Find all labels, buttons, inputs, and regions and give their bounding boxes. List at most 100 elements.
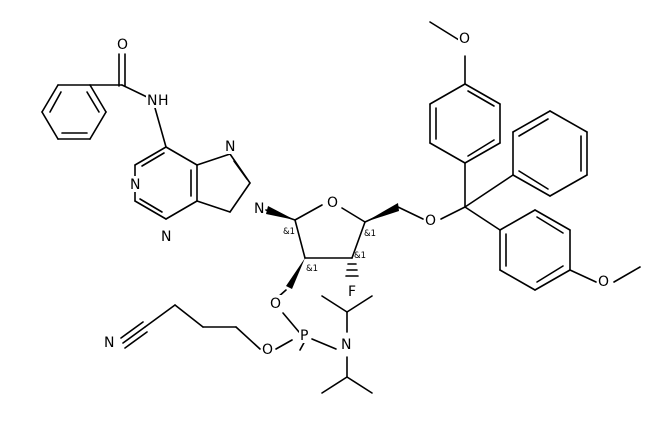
bond (346, 376, 373, 394)
bond (341, 207, 366, 223)
bond (89, 111, 107, 140)
bond (429, 21, 460, 41)
bond (196, 200, 231, 213)
label-mask (458, 30, 472, 46)
label-mask (299, 327, 311, 343)
bond (275, 339, 293, 350)
bond (467, 90, 495, 107)
bond (429, 142, 466, 164)
bond (549, 174, 588, 197)
bond (134, 200, 167, 220)
bond (464, 142, 501, 164)
label-mask (253, 200, 265, 216)
bond (512, 110, 551, 133)
bond (141, 152, 165, 167)
bond (282, 312, 300, 333)
bond (165, 200, 198, 220)
bond (86, 91, 100, 113)
label-mask (326, 194, 339, 210)
bond (464, 174, 514, 208)
bond (534, 209, 571, 231)
bond (351, 221, 366, 259)
stereo-label-c4: &1 (364, 229, 376, 239)
bond (235, 326, 261, 350)
bond (134, 146, 167, 166)
bond (124, 331, 148, 349)
stereo-label-c3: &1 (354, 251, 366, 261)
bond (518, 170, 549, 190)
label-mask (346, 283, 358, 299)
bond (512, 174, 551, 197)
bond (121, 84, 148, 98)
bond (499, 269, 536, 291)
bond (233, 160, 248, 180)
label-mask (146, 92, 170, 108)
bond (464, 83, 501, 105)
label-mask (424, 212, 438, 228)
wedge-bond (365, 203, 399, 222)
bond (311, 338, 337, 350)
bond (41, 84, 59, 113)
stereo-bonds (266, 203, 399, 289)
bond (518, 118, 549, 137)
bond (144, 304, 176, 328)
atom-n1: N (130, 177, 140, 193)
wedge-bond (286, 258, 305, 289)
bond (41, 111, 59, 140)
label-mask (340, 336, 354, 352)
atom-p: P (300, 328, 308, 344)
bond (397, 206, 424, 220)
stereo-label-c2: &1 (306, 264, 318, 274)
bond (154, 107, 167, 148)
bond (464, 206, 501, 231)
bond (196, 153, 231, 166)
bonds (41, 21, 641, 394)
bond (613, 266, 641, 283)
atom-h-amide: H (158, 93, 169, 109)
label-mask (103, 334, 117, 350)
atom-labels: O N H N N N N O O O F P O N N O O (103, 30, 611, 358)
atom-o-ring: O (327, 195, 338, 211)
label-mask (116, 36, 128, 52)
label-mask (269, 295, 282, 311)
bond (534, 269, 571, 291)
bond (321, 295, 348, 313)
label-mask (224, 138, 236, 154)
label-mask (261, 341, 274, 357)
bond (549, 110, 588, 133)
atom-n-amine: N (341, 337, 351, 353)
wedge-bond (266, 206, 295, 220)
bond (139, 198, 163, 213)
bond (536, 265, 564, 283)
atom-o-methoxy-2: O (598, 274, 609, 290)
bond (321, 376, 348, 394)
atom-o-amide: O (117, 37, 128, 53)
bond (440, 206, 466, 220)
bond (294, 204, 323, 221)
label-mask (597, 273, 611, 289)
bond (122, 326, 146, 344)
bond (536, 216, 564, 234)
atom-o-2prime: O (270, 296, 281, 312)
atom-o-methoxy-1: O (459, 31, 470, 47)
atom-o-phosphite: O (262, 342, 273, 358)
atom-o-5prime: O (425, 213, 436, 229)
atom-n3: N (161, 229, 171, 245)
atom-n9: N (254, 201, 264, 217)
bond (49, 91, 62, 113)
atom-f: F (348, 284, 356, 300)
bond (569, 269, 597, 283)
bond (467, 139, 495, 157)
bond (294, 219, 306, 259)
bond (165, 146, 198, 166)
atom-n-cyano: N (104, 335, 114, 351)
stereo-descriptors: &1 &1 &1 &1 (283, 227, 376, 274)
label-mask (160, 228, 172, 244)
bond (89, 84, 107, 113)
label-mask (129, 176, 141, 192)
atom-n7: N (225, 139, 235, 155)
bond (120, 321, 144, 339)
bond (499, 209, 536, 231)
